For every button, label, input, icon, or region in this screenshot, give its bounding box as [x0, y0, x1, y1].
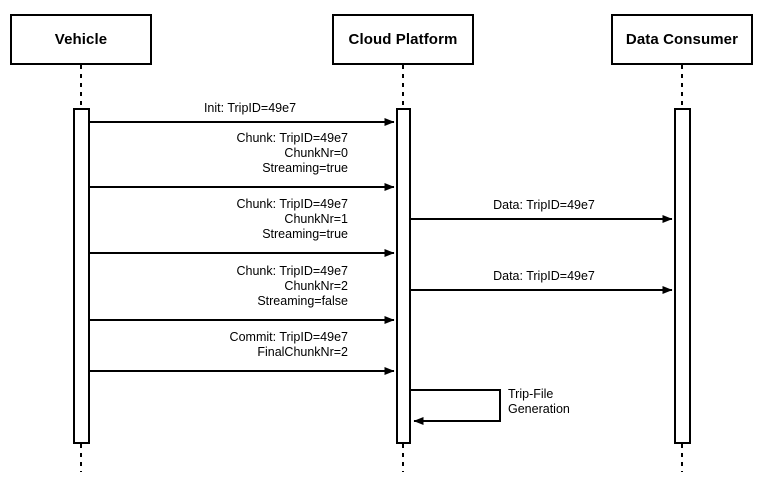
lifeline-dashes-bottom: [80, 444, 683, 472]
participant-label-vehicle: Vehicle: [54, 31, 108, 48]
participant-label-data-consumer: Data Consumer: [625, 31, 739, 48]
participant-box-data-consumer[interactable]: Data Consumer: [611, 14, 753, 65]
participant-box-vehicle[interactable]: Vehicle: [10, 14, 152, 65]
message-label-trip-file-generation: Trip-File Generation: [508, 387, 570, 416]
activation-bar-data-consumer: [674, 108, 691, 444]
message-label-chunk-1: Chunk: TripID=49e7 ChunkNr=1 Streaming=t…: [236, 197, 348, 241]
participant-box-cloud-platform[interactable]: Cloud Platform: [332, 14, 474, 65]
lifeline-dashes-top: [80, 65, 683, 108]
activation-bar-vehicle: [73, 108, 90, 444]
message-label-chunk-2: Chunk: TripID=49e7 ChunkNr=2 Streaming=f…: [236, 264, 348, 308]
self-message-loop-trip-file-generation[interactable]: [411, 389, 501, 425]
message-label-commit: Commit: TripID=49e7 FinalChunkNr=2: [229, 330, 348, 359]
self-loop-path[interactable]: [411, 389, 501, 425]
participant-label-cloud-platform: Cloud Platform: [348, 31, 458, 48]
message-arrows-cloud-to-consumer: [411, 215, 673, 294]
activation-bar-cloud-platform: [396, 108, 411, 444]
message-label-data-1: Data: TripID=49e7: [493, 198, 595, 212]
message-label-chunk-0: Chunk: TripID=49e7 ChunkNr=0 Streaming=t…: [236, 131, 348, 175]
message-arrows-vehicle-to-cloud: [90, 118, 395, 375]
message-label-data-2: Data: TripID=49e7: [493, 269, 595, 283]
message-label-init: Init: TripID=49e7: [203, 101, 297, 115]
